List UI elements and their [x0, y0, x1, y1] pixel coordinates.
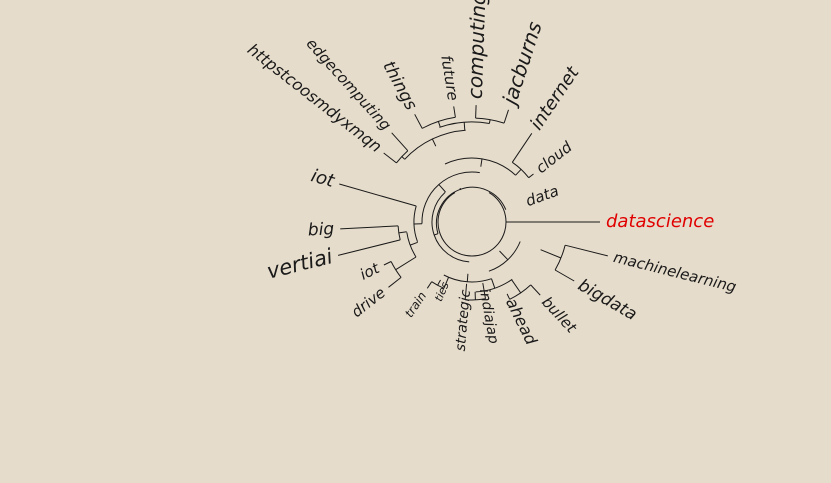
branch-connector — [466, 273, 469, 282]
branch-connector — [437, 121, 441, 128]
leaf-branch — [339, 183, 417, 207]
branch-connector — [459, 187, 462, 191]
leaf-branch — [528, 173, 534, 179]
leaf-branch — [340, 225, 399, 230]
branch-connector — [434, 233, 439, 236]
leaf-branch — [464, 283, 468, 300]
branch-connector — [395, 256, 417, 271]
branch-arc — [390, 261, 402, 278]
branch-arc — [488, 241, 521, 272]
leaf-label: strategic — [453, 289, 474, 352]
leaf-branch — [337, 239, 401, 256]
branch-connector — [410, 241, 418, 246]
branch-connector — [463, 122, 466, 131]
branch-connector — [398, 231, 407, 234]
branch-connector — [491, 278, 496, 289]
leaf-branch — [475, 105, 477, 119]
leaf-label: computing — [463, 0, 491, 99]
leaf-branch — [383, 261, 392, 266]
leaf-branch — [482, 283, 486, 299]
branch-arc — [443, 274, 492, 283]
leaf-label-highlight: datascience — [606, 211, 714, 232]
leaf-branch — [388, 277, 402, 288]
leaf-branch — [443, 277, 450, 289]
leaf-branch — [554, 269, 575, 282]
branch-connector — [511, 279, 522, 294]
branch-connector — [540, 249, 562, 259]
branch-connector — [515, 168, 522, 176]
leaf-branch — [511, 133, 533, 163]
branch-arc — [437, 192, 507, 257]
branch-connector — [431, 138, 437, 147]
leaf-branch — [530, 284, 541, 296]
branch-group — [337, 105, 608, 301]
leaf-branch — [506, 293, 511, 300]
branch-connector — [480, 158, 483, 167]
branch-connector — [499, 250, 509, 261]
leaf-branch — [503, 109, 509, 124]
branch-connector — [401, 156, 406, 160]
leaf-label: big — [307, 219, 335, 240]
branch-connector — [438, 184, 446, 193]
leaf-branch — [414, 114, 423, 129]
branch-arc — [431, 191, 470, 263]
leaf-branch — [426, 281, 433, 289]
branch-connector — [437, 279, 441, 286]
leaf-branch — [383, 152, 397, 164]
branch-connector — [488, 119, 491, 124]
leaf-branch — [564, 244, 608, 257]
leaf-branch — [391, 132, 409, 152]
branch-arc — [406, 232, 417, 258]
leaf-branch — [453, 106, 456, 118]
branch-arc — [421, 171, 480, 224]
